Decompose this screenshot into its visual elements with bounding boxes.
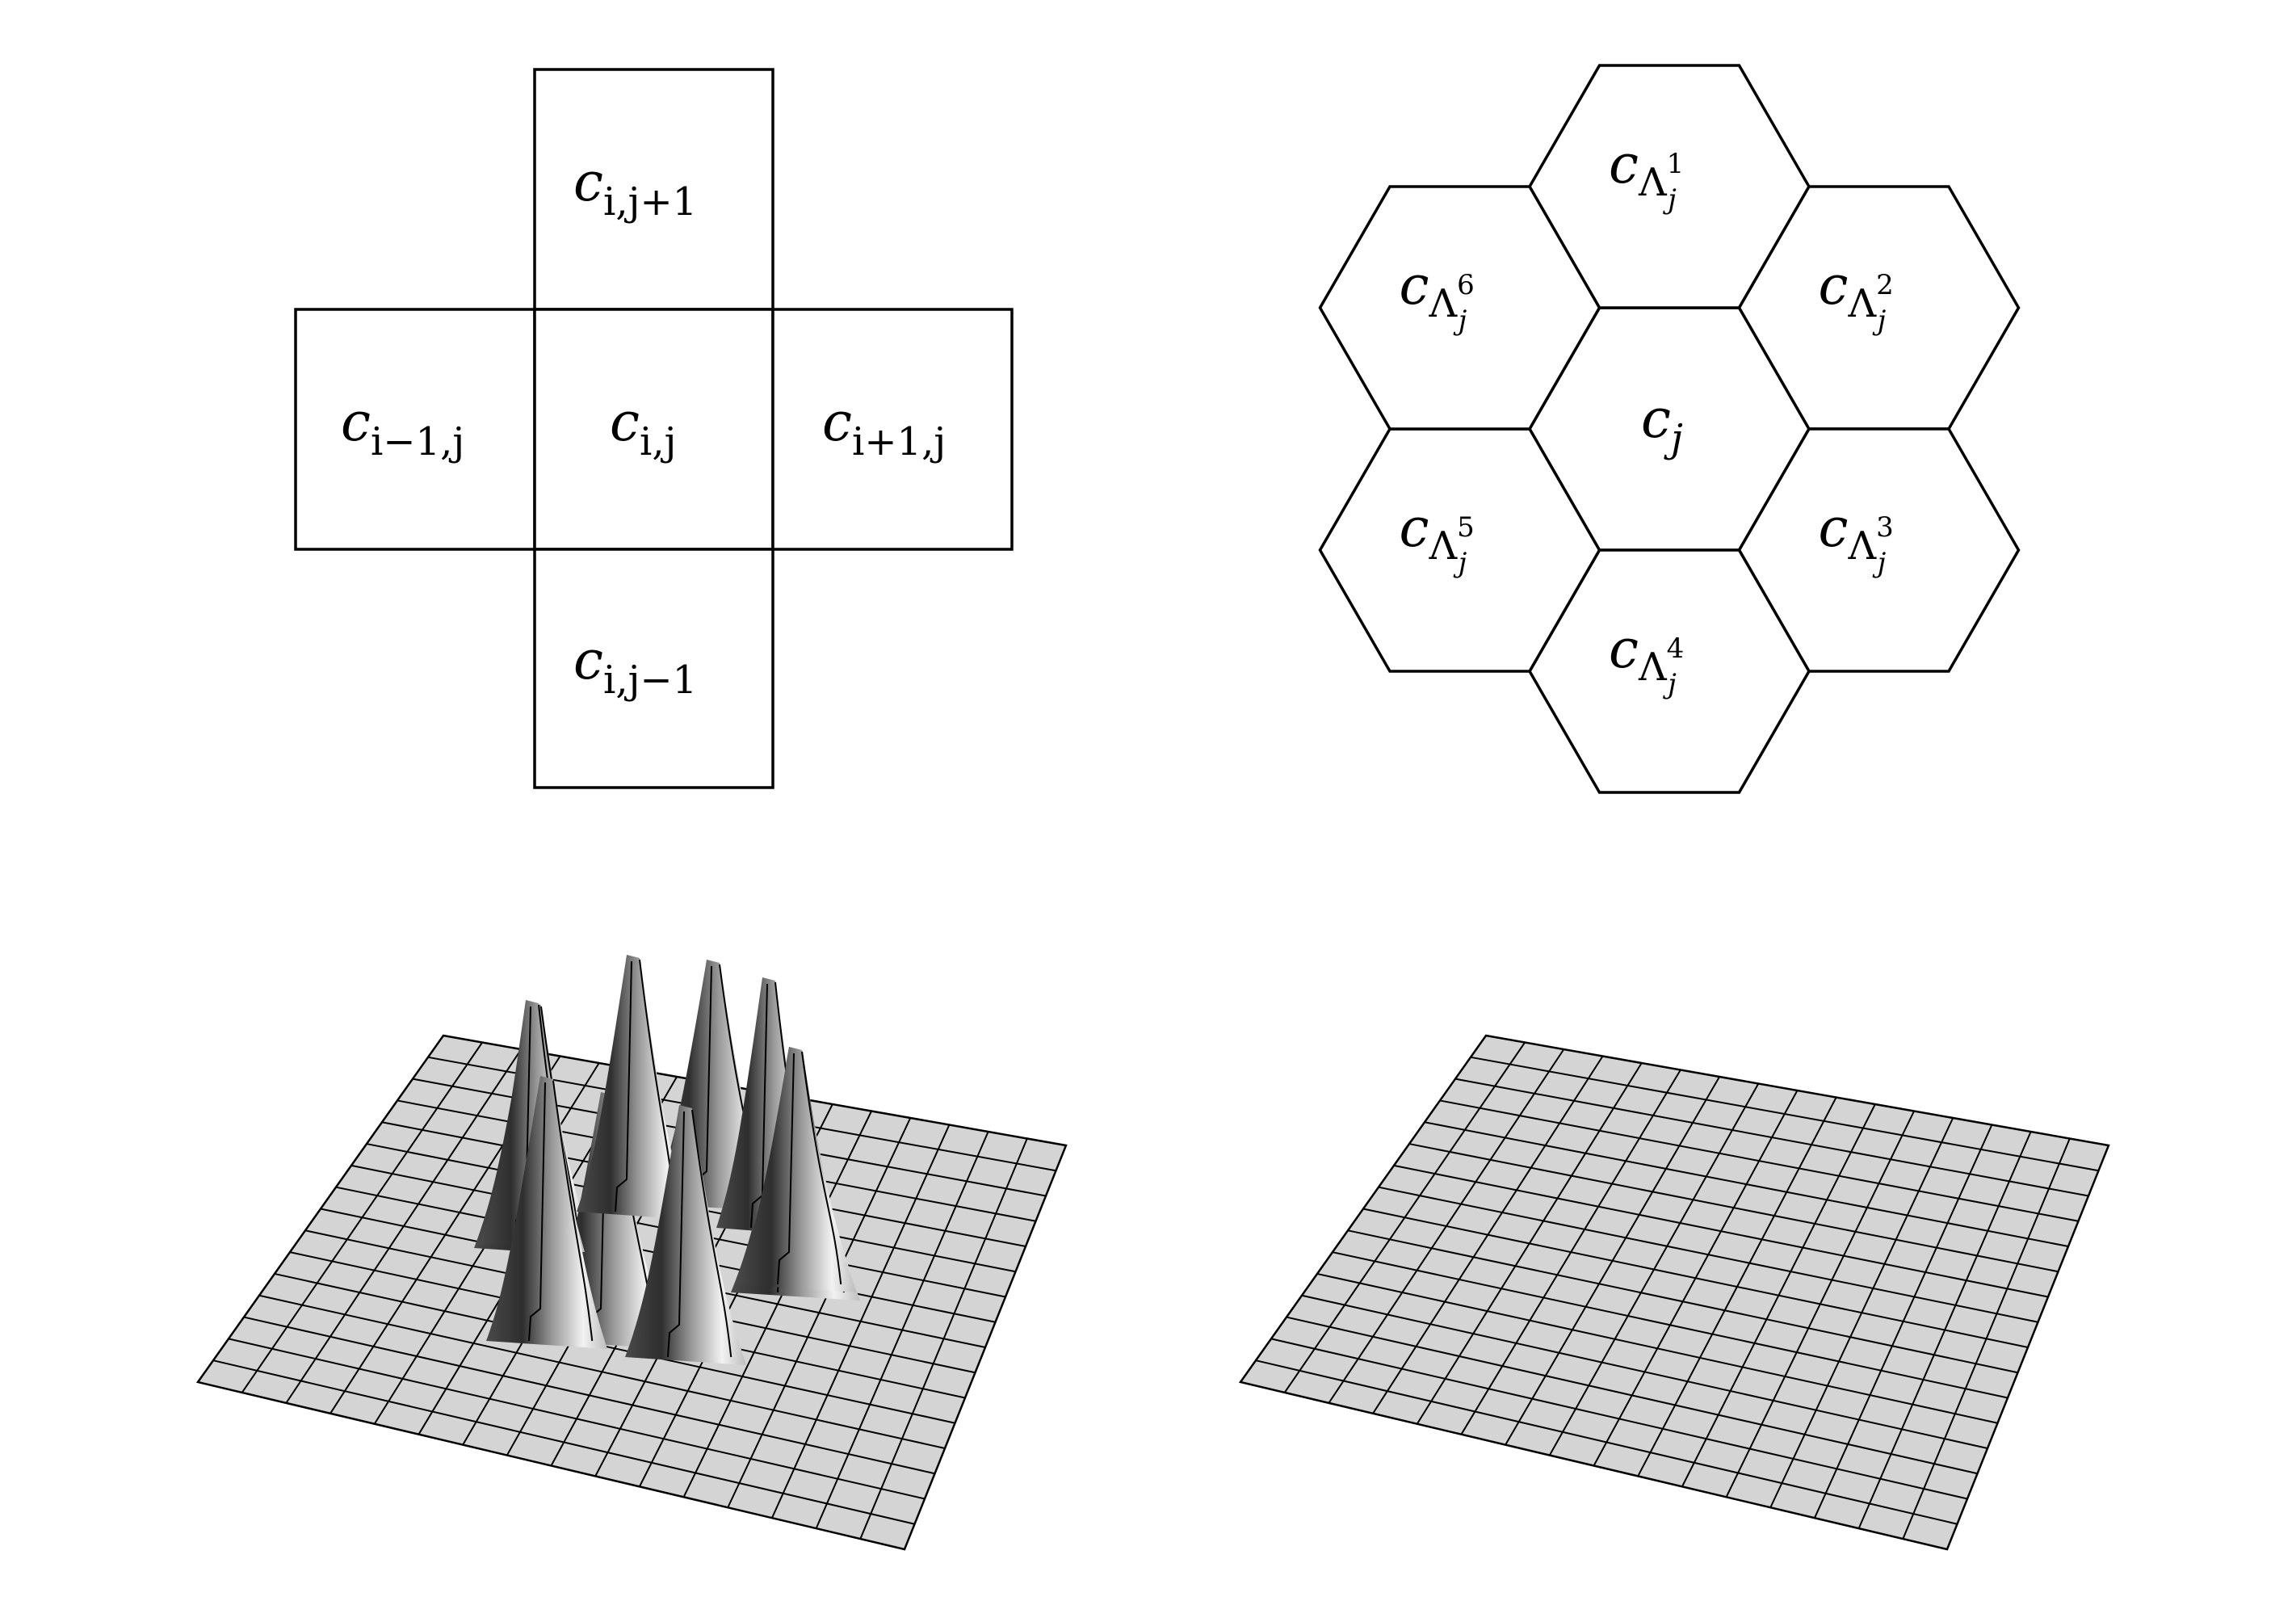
grid-line <box>1270 1338 1968 1500</box>
grid-line <box>258 1294 946 1449</box>
cell-left <box>294 308 536 551</box>
peak <box>625 1105 746 1365</box>
cell-bottom <box>533 548 774 789</box>
label-center: ci,j <box>610 391 676 464</box>
label-right: ci+1,j <box>822 391 946 464</box>
grid-line <box>1902 1138 2071 1540</box>
grid-line <box>1255 1359 1958 1525</box>
peak-contour <box>801 1051 842 1285</box>
peak <box>577 955 690 1220</box>
grid-line <box>1681 1103 1876 1487</box>
label-left: ci−1,j <box>341 391 464 464</box>
grid-line <box>1347 1229 2018 1374</box>
peak-contour <box>667 1111 685 1358</box>
hex-neighbor-6 <box>1318 185 1601 431</box>
grid-line <box>1769 1117 1954 1508</box>
peak <box>486 1076 607 1349</box>
grid-line <box>859 1138 1028 1540</box>
peak-contour <box>615 960 632 1212</box>
grid-line <box>1637 1097 1837 1477</box>
peak-contour <box>777 1053 795 1285</box>
peak-contour <box>552 1080 594 1342</box>
peak-contour <box>750 983 768 1229</box>
grid-line <box>1857 1131 2032 1529</box>
square-stencil: ci,j+1 ci−1,j ci,j ci+1,j ci,j−1 <box>294 68 1014 789</box>
grid-line <box>771 1124 951 1519</box>
hex-label-center: cj <box>1641 388 1683 461</box>
grid-line <box>815 1131 989 1529</box>
surface-plot-hex <box>480 955 2110 1551</box>
grid-line <box>243 1316 935 1475</box>
surface-plane <box>1238 1034 2110 1551</box>
grid-line <box>1362 1208 2029 1348</box>
peak-contour <box>528 1082 546 1342</box>
grid-line <box>1316 1272 1998 1424</box>
peak <box>735 1047 856 1292</box>
cell-center <box>533 308 774 551</box>
grid-line <box>727 1117 912 1508</box>
grid-line <box>682 1111 872 1498</box>
grid-line <box>212 1359 915 1525</box>
grid-line <box>228 1338 926 1500</box>
grid-line <box>274 1272 955 1424</box>
label-bottom: ci,j−1 <box>573 629 697 703</box>
grid-line <box>1286 1316 1978 1475</box>
cell-right <box>771 308 1014 551</box>
grid-line <box>1332 1251 2008 1399</box>
grid-line <box>1814 1124 1993 1519</box>
peak-contour <box>691 1109 732 1358</box>
label-top: ci,j+1 <box>573 151 697 225</box>
cell-top <box>533 68 774 311</box>
grid-line <box>1301 1294 1988 1449</box>
grid-line <box>1725 1111 1915 1498</box>
